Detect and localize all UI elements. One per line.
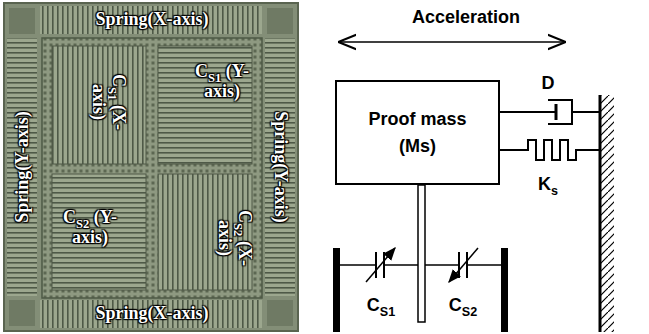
spring-label: Spring(X-axis)	[95, 304, 208, 324]
damper-label: D	[542, 73, 555, 95]
spring-label: Spring(Y-axis)	[13, 111, 33, 222]
acceleration-label: Acceleration	[412, 7, 520, 29]
mechanical-model	[333, 42, 614, 332]
spring-constant-label: Ks	[538, 174, 558, 196]
capacitor-label: CS1 (X-axis)	[88, 63, 128, 141]
spring-label: Spring(Y-axis)	[270, 111, 290, 222]
capacitor-label: CS2	[449, 295, 477, 317]
proof-mass-box: Proof mass (Ms)	[335, 80, 500, 185]
node-text: Proof mass (Ms)	[358, 106, 478, 158]
chip-micrograph	[4, 3, 298, 331]
capacitor-label: CS1 (Y-axis)	[183, 62, 261, 102]
capacitor-label: CS2 (X-axis)	[214, 199, 254, 277]
capacitor-label: CS2 (Y-axis)	[51, 208, 129, 248]
capacitor-label: CS1	[367, 295, 395, 317]
spring-label: Spring(X-axis)	[95, 10, 208, 30]
